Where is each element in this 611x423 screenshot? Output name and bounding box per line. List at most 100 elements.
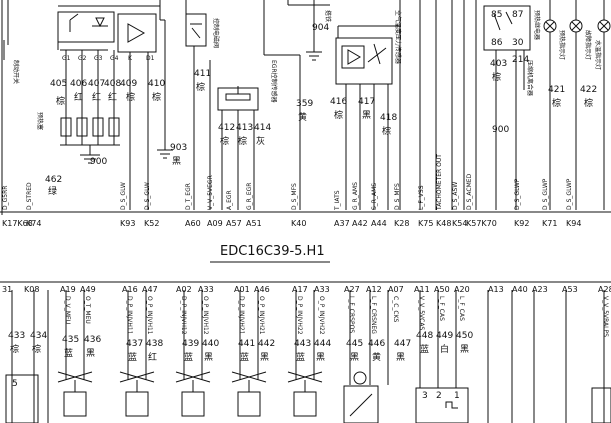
wire-450: 450 (456, 331, 473, 341)
ecu-signal-top: T_IATS (334, 190, 341, 211)
wire-900b: 900 (492, 125, 509, 135)
color-407: 红 (92, 91, 101, 103)
ecu-pin-bottom: A47 (142, 285, 158, 294)
color-462: 绿 (48, 185, 57, 197)
color-359: 黄 (298, 111, 307, 123)
wire-442: 442 (258, 339, 275, 349)
ecu-signal-bottom: L_F_CRSNEG (370, 296, 377, 334)
color-435: 蓝 (64, 347, 73, 359)
ecu-pin-bottom: A11 (414, 285, 430, 294)
wire-900a: 900 (90, 157, 107, 167)
wire-448: 448 (416, 331, 433, 341)
color-434: 棕 (32, 343, 41, 355)
color-436: 黑 (86, 348, 95, 359)
color-449: 白 (440, 343, 449, 355)
color-405: 棕 (56, 95, 65, 107)
color-417: 黑 (362, 110, 371, 121)
label-grounds: 搭铁 (324, 10, 332, 22)
ecu-pin-top: K92 (514, 219, 529, 228)
color-450: 黑 (460, 344, 469, 355)
ecu-pin-bottom: A40 (512, 285, 528, 294)
wire-437: 437 (126, 339, 143, 349)
color-439: 蓝 (184, 351, 193, 363)
ecu-signal-bottom: O_P_INJVH12 (202, 296, 209, 335)
terminal-5: 5 (12, 379, 18, 389)
ecu-signal-top: S_R_AMS (371, 183, 378, 210)
ecu-signal-top: D_T_EGR (185, 183, 192, 210)
ecu-pin-top: K93 (120, 219, 135, 228)
ecu-pin-top: K74 (26, 219, 41, 228)
ecu-signal-bottom: O_P_INJVH22 (318, 296, 325, 335)
ecu-pin-bottom: A49 (80, 285, 96, 294)
wire-409: 409 (120, 79, 137, 89)
color-441: 蓝 (240, 351, 249, 363)
ecu-signal-top: D_STRED (26, 182, 33, 210)
color-444: 黑 (316, 352, 325, 363)
ecu-signal-top: D_S_GLW (120, 182, 127, 210)
color-437: 蓝 (128, 351, 137, 363)
color-447: 黑 (396, 352, 405, 363)
ecu-pin-bottom: A16 (122, 285, 138, 294)
color-448: 蓝 (420, 343, 429, 355)
wire-441: 441 (238, 339, 255, 349)
ecu-pin-top: K75 (418, 219, 433, 228)
pin-g2: G2 (78, 55, 87, 62)
color-409: 棕 (126, 91, 135, 103)
color-438: 红 (148, 351, 157, 363)
ecu-pin-bottom: A23 (532, 285, 548, 294)
wire-434: 434 (30, 331, 47, 341)
ecu-pin-top: K54 (452, 219, 467, 228)
ecu-pin-bottom: A13 (488, 285, 504, 294)
ecu-title: EDC16C39-5.H1 (220, 244, 325, 259)
label-egr-sensor: EGR控制传感器 (270, 60, 278, 103)
wire-435: 435 (62, 335, 79, 345)
wire-214: 214 (512, 55, 529, 65)
ecu-pin-bottom: A20 (454, 285, 470, 294)
ecu-signal-top: L_F_VSS (418, 185, 425, 210)
wire-438: 438 (146, 339, 163, 349)
ecu-pin-top: K28 (394, 219, 409, 228)
ecu-pin-bottom: A28 (598, 285, 611, 294)
wire-444: 444 (314, 339, 331, 349)
pin-g4: G4 (110, 55, 119, 62)
wire-462: 462 (45, 175, 62, 185)
wire-904: 904 (312, 23, 329, 33)
ecu-pin-bottom: A46 (254, 285, 270, 294)
color-440: 黑 (204, 352, 213, 363)
wire-410: 410 (148, 79, 165, 89)
ecu-signal-top: D_S_GLWP (542, 178, 549, 210)
ecu-signal-top: D_S_ASW (452, 182, 459, 210)
ecu-pin-top: A37 (334, 219, 350, 228)
color-433: 棕 (10, 343, 19, 355)
label-lamp1: 预热指示灯 (558, 30, 566, 60)
ecu-signal-top: TACHOMETER OUT (436, 154, 443, 211)
color-408: 红 (108, 91, 117, 103)
ecu-signal-top: V_V_5VEGR (207, 175, 214, 210)
color-413: 棕 (238, 135, 247, 147)
terminal-1: 1 (454, 391, 460, 401)
color-411: 棕 (196, 81, 205, 93)
wire-447: 447 (394, 339, 411, 349)
color-414: 灰 (256, 135, 265, 147)
terminal-2: 2 (436, 391, 442, 401)
color-422: 棕 (584, 97, 593, 109)
ecu-pin-top: A60 (185, 219, 201, 228)
color-406: 红 (74, 91, 83, 103)
label-glow-plugs: 预热塞 (36, 112, 44, 130)
terminal-3: 3 (422, 391, 428, 401)
wire-443: 443 (294, 339, 311, 349)
relay-label-85: 85 (491, 10, 502, 20)
ecu-pin-top: K94 (566, 219, 581, 228)
ecu-pin-top: K71 (542, 219, 557, 228)
wire-359: 359 (296, 99, 313, 109)
ecu-signal-bottom: D_P_INJVH21 (238, 296, 245, 335)
ecu-signal-bottom: D_P_INJVH22 (296, 296, 303, 335)
ecu-signal-top: D_S_GLW (144, 182, 151, 210)
wire-903: 903 (170, 143, 187, 153)
ecu-pin-top: K48 (436, 219, 451, 228)
wire-439: 439 (182, 339, 199, 349)
ecu-signal-bottom: L_F_CAS (438, 296, 445, 321)
